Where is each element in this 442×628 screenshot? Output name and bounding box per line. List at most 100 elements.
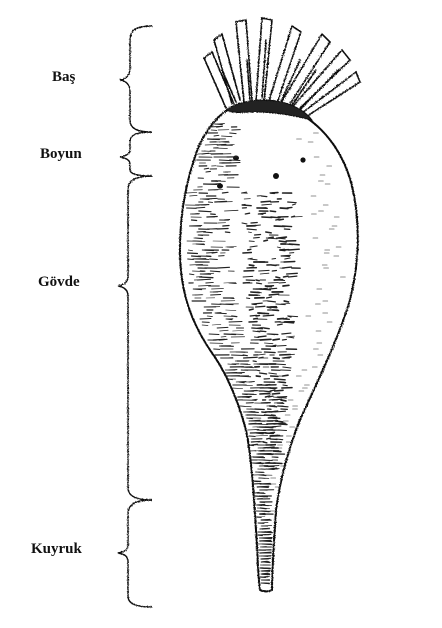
hatch-stroke — [291, 217, 302, 218]
hatch-stroke — [210, 259, 218, 260]
label-head: Baş — [52, 69, 75, 86]
label-neck: Boyun — [40, 146, 82, 163]
hatch-stroke — [281, 255, 290, 256]
hatch-stroke — [270, 432, 274, 433]
hatch-stroke — [273, 451, 281, 452]
hatch-stroke — [268, 307, 276, 308]
hatch-stroke — [202, 153, 209, 154]
hatch-stroke — [269, 411, 275, 412]
hatch-stroke — [260, 373, 267, 374]
hatch-stroke — [275, 390, 283, 391]
hatch-stroke — [262, 541, 272, 542]
hatch-stroke — [225, 232, 229, 233]
hatch-stroke — [276, 304, 285, 305]
hatch-stroke — [272, 399, 281, 400]
hatch-stroke — [261, 574, 268, 575]
hatch-stroke — [239, 382, 244, 383]
hatch-stroke — [260, 487, 268, 488]
hatch-stroke — [282, 339, 286, 340]
hatch-stroke — [247, 229, 256, 230]
hatch-stroke — [257, 283, 262, 284]
hatch-stroke — [286, 322, 294, 323]
hatch-stroke — [256, 316, 260, 317]
hatch-stroke — [279, 382, 285, 383]
hatch-stroke — [263, 315, 274, 316]
hatch-stroke — [265, 396, 269, 397]
hatch-stroke — [277, 397, 287, 398]
hatch-stroke — [283, 375, 288, 376]
hatch-stroke — [230, 133, 236, 134]
hatch-stroke — [193, 214, 199, 215]
hatch-stroke — [271, 415, 275, 416]
hatch-stroke — [289, 244, 299, 245]
hatch-stroke — [269, 288, 277, 289]
hatch-stroke — [242, 204, 245, 205]
hatch-stroke — [230, 298, 234, 299]
hatch-stroke — [261, 196, 267, 197]
hatch-stroke — [219, 339, 227, 340]
hatch-stroke — [270, 406, 275, 407]
hatch-stroke — [278, 430, 286, 431]
hatch-stroke — [260, 289, 271, 290]
hatch-stroke — [212, 289, 224, 290]
hatch-stroke — [266, 232, 271, 233]
hatch-stroke — [230, 160, 240, 161]
hatch-stroke — [223, 226, 229, 227]
hatch-stroke — [264, 240, 268, 241]
hatch-stroke — [204, 232, 213, 233]
hatch-stroke — [199, 285, 211, 286]
hatch-stroke — [249, 436, 255, 437]
hatch-stroke — [275, 421, 283, 422]
hatch-stroke — [278, 324, 283, 325]
hatch-stroke — [251, 292, 260, 293]
hatch-stroke — [268, 301, 276, 302]
hatch-stroke — [287, 207, 292, 208]
hatch-stroke — [229, 163, 240, 164]
hatch-stroke — [212, 252, 217, 253]
hatch-stroke — [260, 496, 265, 497]
hatch-stroke — [206, 282, 214, 283]
hatch-stroke — [260, 331, 266, 332]
hatch-stroke — [257, 504, 265, 505]
hatch-stroke — [217, 126, 223, 127]
hatch-stroke — [262, 460, 272, 461]
hatch-stroke — [247, 418, 253, 419]
hatch-stroke — [208, 139, 220, 140]
hatch-stroke — [232, 355, 244, 356]
label-tail: Kuyruk — [31, 541, 82, 558]
head-brace — [120, 26, 152, 132]
hatch-stroke — [279, 241, 286, 242]
hatch-stroke — [273, 339, 279, 340]
hatch-stroke — [222, 192, 228, 193]
hatch-stroke — [278, 319, 284, 320]
hatch-stroke — [280, 249, 285, 250]
hatch-stroke — [207, 316, 212, 317]
hatch-stroke — [283, 285, 289, 286]
hatch-stroke — [200, 319, 211, 320]
body-brace — [118, 176, 152, 500]
hatch-stroke — [209, 334, 219, 335]
neck-brace — [120, 132, 152, 176]
hatch-stroke — [266, 384, 270, 385]
hatch-stroke — [250, 424, 261, 425]
hatch-stroke — [273, 358, 279, 359]
hatch-stroke — [256, 280, 259, 281]
hatch-stroke — [284, 276, 289, 277]
hatch-stroke — [261, 201, 270, 202]
scale-bracket — [118, 26, 152, 607]
hatch-stroke — [276, 277, 280, 278]
hatch-stroke — [279, 219, 283, 220]
hatch-stroke — [210, 271, 220, 272]
hatch-stroke — [269, 237, 274, 238]
hatch-stroke — [188, 253, 198, 254]
hatch-stroke — [258, 213, 265, 214]
hatch-stroke — [229, 322, 242, 323]
hatch-stroke — [252, 328, 263, 329]
hatch-stroke — [255, 235, 261, 236]
hatch-stroke — [265, 415, 271, 416]
hatch-stroke — [258, 336, 266, 337]
hatch-stroke — [269, 294, 279, 295]
hatch-stroke — [218, 267, 230, 268]
